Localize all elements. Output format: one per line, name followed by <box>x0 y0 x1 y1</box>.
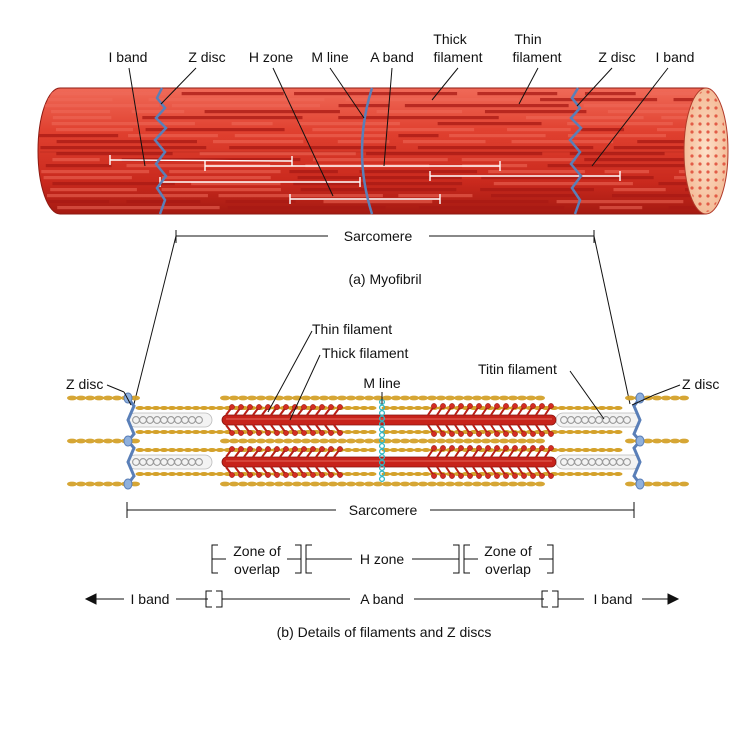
caption-myofibril: (a) Myofibril <box>348 271 421 287</box>
label-thin-line1: Thin <box>514 31 541 47</box>
label-i-band-right-detail: I band <box>594 591 633 607</box>
label-zone-overlap-right-1: Zone of <box>484 543 532 559</box>
label-thin-line2: filament <box>512 49 561 65</box>
label-z-disc-left-detail: Z disc <box>66 376 103 392</box>
label-i-band-left-detail: I band <box>131 591 170 607</box>
z-disc-line-right <box>568 87 583 215</box>
label-zone-overlap-left-1: Zone of <box>233 543 281 559</box>
label-m-line-detail: M line <box>363 375 401 391</box>
detail-leader-lines <box>106 330 681 421</box>
label-z-disc-left: Z disc <box>188 49 225 65</box>
label-a-band: A band <box>370 49 414 65</box>
label-m-line: M line <box>311 49 349 65</box>
sarcomere-bracket-bottom <box>126 502 635 518</box>
caption-details: (b) Details of filaments and Z discs <box>277 624 492 640</box>
m-line-curve <box>360 87 374 215</box>
filament-detail-panel: Thin filament Thick filament M line Titi… <box>66 321 719 640</box>
myofibril-leader-lines <box>128 67 669 405</box>
label-titin-filament: Titin filament <box>478 361 557 377</box>
label-i-band-left: I band <box>109 49 148 65</box>
label-a-band-detail: A band <box>360 591 404 607</box>
label-z-disc-right: Z disc <box>598 49 635 65</box>
filament-detail-graphic <box>67 392 689 490</box>
band-arrows <box>84 590 680 608</box>
myofibril-panel: I band Z disc H zone M line A band Thick… <box>37 31 729 405</box>
sarcomere-bracket-top <box>175 230 595 243</box>
label-zone-overlap-left-2: overlap <box>234 561 280 577</box>
label-h-zone-detail: H zone <box>360 551 405 567</box>
label-thick-filament: Thick filament <box>322 345 408 361</box>
label-i-band-right: I band <box>656 49 695 65</box>
label-sarcomere-top: Sarcomere <box>344 228 413 244</box>
label-h-zone: H zone <box>249 49 294 65</box>
zone-brackets <box>211 544 554 574</box>
myofibril-filament-stripes <box>39 92 706 210</box>
label-thin-filament: Thin filament <box>312 321 392 337</box>
label-z-disc-right-detail: Z disc <box>682 376 719 392</box>
label-thick-line2: filament <box>433 49 482 65</box>
label-sarcomere-bottom: Sarcomere <box>349 502 418 518</box>
z-disc-line-left <box>153 87 168 215</box>
label-thick-line1: Thick <box>433 31 467 47</box>
label-zone-overlap-right-2: overlap <box>485 561 531 577</box>
